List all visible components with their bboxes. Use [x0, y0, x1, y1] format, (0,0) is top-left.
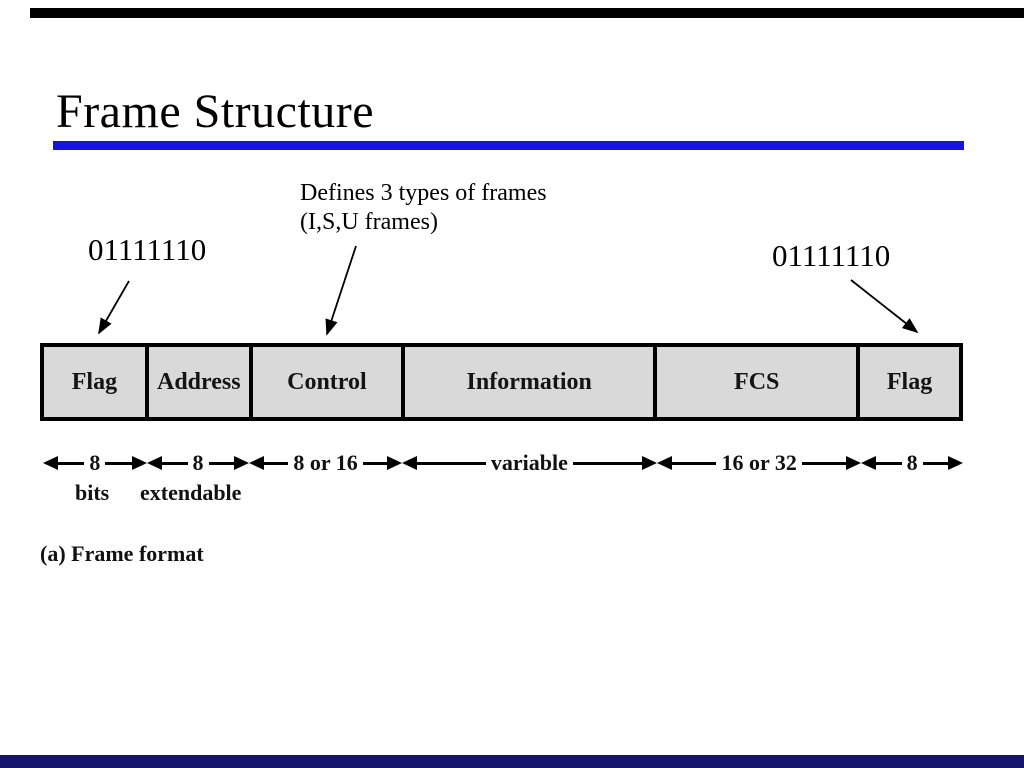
size-arrow-segment-flag: 8	[43, 450, 147, 475]
figure-caption: (a) Frame format	[40, 541, 204, 566]
arrow-line	[208, 461, 235, 465]
arrow-line	[161, 461, 188, 465]
size-arrow-segment-flag: 8	[861, 450, 964, 475]
top-edge-bar	[30, 8, 1024, 18]
title-underline	[53, 141, 964, 150]
flag-pattern-left: 01111110	[88, 232, 207, 267]
arrow-line	[362, 461, 387, 465]
arrowhead-right-icon	[948, 456, 964, 470]
control-annotation: Defines 3 types of frames (I,S,U frames)	[300, 179, 547, 237]
frame-field-label: Address	[156, 368, 241, 395]
frame-field-label: Information	[466, 368, 592, 395]
frame-field-information: Information	[405, 347, 658, 417]
frame-field-label: Flag	[71, 368, 118, 395]
field-size-label: 8	[906, 450, 918, 475]
field-size-label: variable	[490, 450, 568, 475]
arrowhead-left-icon	[861, 456, 877, 470]
arrow-to-right-flag-icon	[850, 279, 919, 334]
frame-field-flag: Flag	[860, 347, 959, 417]
arrowhead-left-icon	[43, 456, 58, 470]
arrowhead-left-icon	[401, 456, 417, 470]
size-arrow-segment-fcs: 16 or 32	[657, 450, 862, 475]
arrow-line	[572, 461, 643, 465]
arrow-line	[801, 461, 847, 465]
field-size-label: 8	[192, 450, 204, 475]
flag-pattern-right: 01111110	[772, 238, 891, 273]
arrow-to-control-icon	[325, 245, 357, 336]
frame-field-label: Control	[287, 368, 367, 395]
arrowhead-left-icon	[657, 456, 672, 470]
size-arrow-segment-information: variable	[401, 450, 658, 475]
field-size-label: 8	[89, 450, 101, 475]
note-extendable: extendable	[140, 480, 242, 505]
frame-field-fcs: FCS	[657, 347, 861, 417]
arrowhead-right-icon	[642, 456, 658, 470]
arrow-line	[922, 461, 949, 465]
arrowhead-right-icon	[846, 456, 862, 470]
frame-diagram: Flag Address Control Information FCS Flag	[40, 343, 963, 421]
arrow-line	[876, 461, 902, 465]
control-annotation-line2: (I,S,U frames)	[300, 209, 438, 235]
note-bits: bits	[75, 480, 110, 505]
field-size-arrows: 8 8 8 or 16 variable 16 or 32 8	[43, 450, 964, 475]
bottom-edge-bar	[0, 755, 1024, 768]
arrow-line	[105, 461, 132, 465]
frame-field-flag: Flag	[44, 347, 149, 417]
page-title: Frame Structure	[56, 85, 375, 138]
size-arrow-segment-address: 8	[146, 450, 250, 475]
arrow-line	[264, 461, 289, 465]
frame-field-label: Flag	[886, 368, 933, 395]
arrow-line	[416, 461, 486, 465]
arrowhead-left-icon	[249, 456, 265, 470]
arrow-line	[58, 461, 85, 465]
arrow-to-left-flag-icon	[98, 280, 130, 335]
frame-field-control: Control	[253, 347, 406, 417]
control-annotation-line1: Defines 3 types of frames	[300, 180, 547, 206]
arrowhead-right-icon	[386, 456, 402, 470]
size-arrow-segment-control: 8 or 16	[249, 450, 402, 475]
arrow-line	[672, 461, 717, 465]
frame-field-label: FCS	[734, 368, 780, 395]
arrowhead-right-icon	[234, 456, 250, 470]
field-size-label: 8 or 16	[293, 450, 358, 475]
arrowhead-right-icon	[131, 456, 147, 470]
frame-field-address: Address	[149, 347, 253, 417]
arrowhead-left-icon	[146, 456, 162, 470]
field-size-label: 16 or 32	[721, 450, 797, 475]
